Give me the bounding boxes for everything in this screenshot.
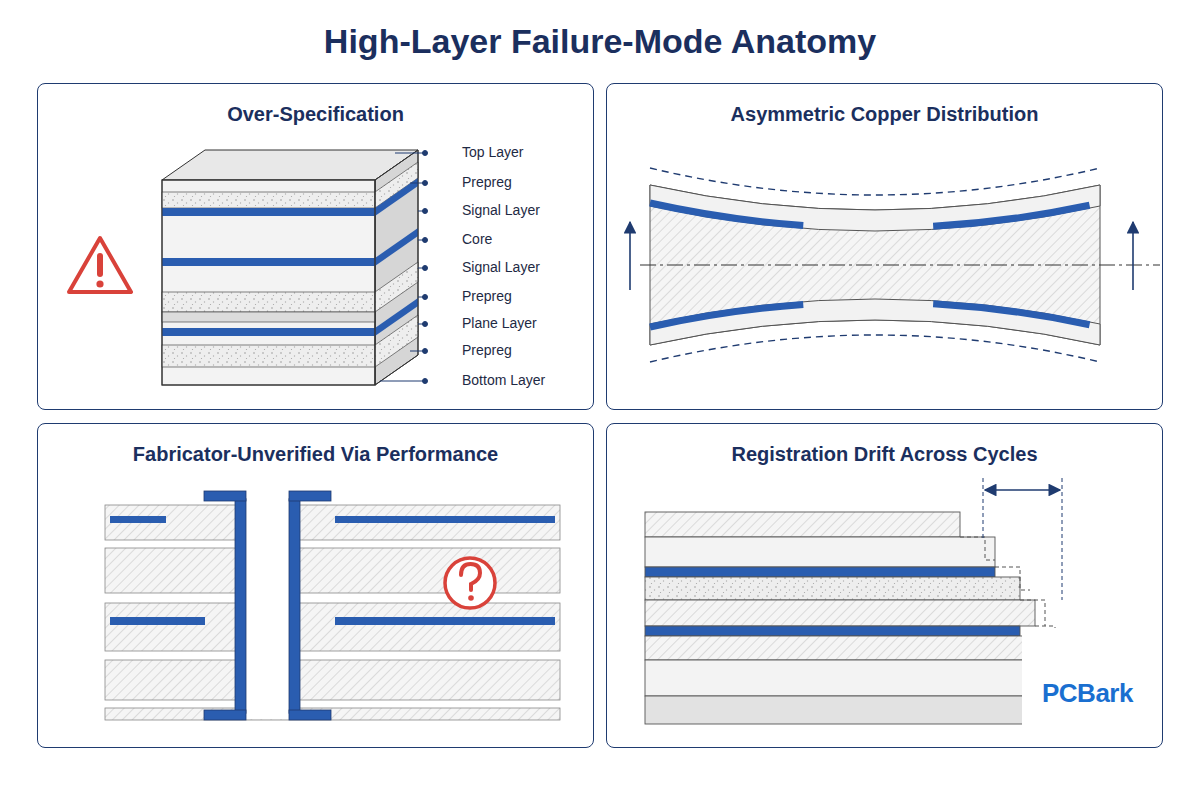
- panel-box: Fabricator-Unverified Via Performance: [37, 423, 594, 748]
- panel-heading: Fabricator-Unverified Via Performance: [38, 443, 593, 466]
- stack-block: [162, 150, 418, 385]
- layer-label: Plane Layer: [462, 315, 537, 331]
- warning-icon: [69, 238, 131, 292]
- title: High-Layer Failure-Mode Anatomy: [0, 22, 1200, 61]
- logo-ground: [1022, 628, 1165, 746]
- panel-box: Over-Specification: [37, 83, 594, 410]
- layer-label: Prepreg: [462, 288, 512, 304]
- question-icon: [445, 558, 495, 608]
- panel-heading: Registration Drift Across Cycles: [607, 443, 1162, 466]
- layer-label: Bottom Layer: [462, 372, 545, 388]
- via-cross-section: [105, 491, 560, 720]
- warped-board: [630, 168, 1160, 362]
- layer-label: Top Layer: [462, 144, 523, 160]
- layer-label: Prepreg: [462, 174, 512, 190]
- panel-heading: Asymmetric Copper Distribution: [607, 103, 1162, 126]
- drift-dimension: [983, 478, 1062, 600]
- layer-label: Signal Layer: [462, 259, 540, 275]
- drifted-layers: [645, 512, 1035, 724]
- logo-watermark: PCBark: [1042, 678, 1133, 709]
- panel-box: Asymmetric Copper Distribution: [606, 83, 1163, 410]
- panel-heading: Over-Specification: [38, 103, 593, 126]
- layer-label: Signal Layer: [462, 202, 540, 218]
- layer-label: Prepreg: [462, 342, 512, 358]
- layer-label: Core: [462, 231, 492, 247]
- leader-lines: [380, 151, 428, 384]
